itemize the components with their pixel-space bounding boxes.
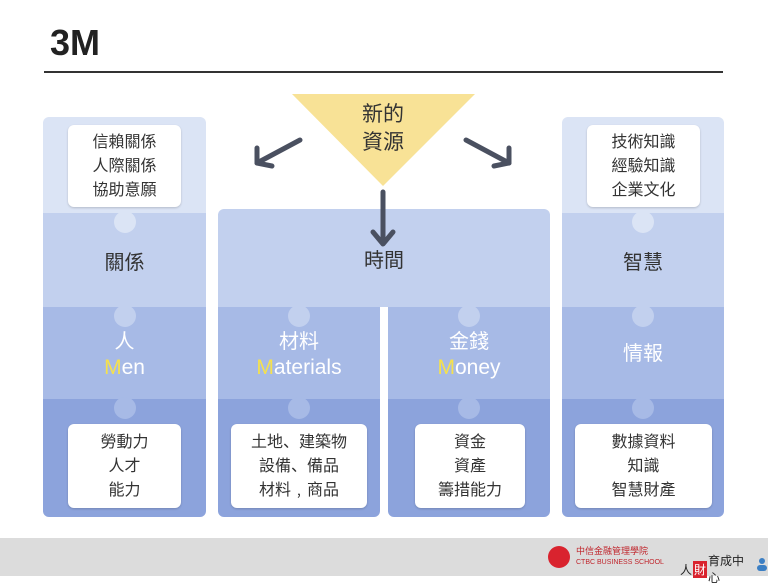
puzzle-connector bbox=[113, 397, 136, 419]
puzzle-connector bbox=[288, 397, 310, 419]
materials-bottom-box: 土地、建築物設備、備品材料﹐商品 bbox=[231, 424, 367, 508]
page-title: 3M bbox=[50, 22, 101, 63]
puzzle-connector bbox=[632, 305, 654, 327]
new-resource-triangle bbox=[292, 94, 475, 186]
hr-center-logo: 人財育成中心 bbox=[680, 552, 768, 586]
column-money: 金錢 Money 資金資產籌措能力 bbox=[388, 305, 550, 517]
info-bottom-box: 數據資料知識智慧財產 bbox=[575, 424, 712, 508]
column-men: 關係 人 Men 信賴關係人際關係協助意願 勞動力人才能力 bbox=[43, 117, 206, 517]
new-resource-label: 新的 資源 bbox=[362, 102, 404, 154]
puzzle-connector bbox=[458, 305, 480, 327]
arrow-right-icon bbox=[463, 137, 512, 169]
men-bottom-box: 勞動力人才能力 bbox=[68, 424, 181, 508]
materials-en-label: Materials bbox=[256, 356, 342, 379]
arrows-layer bbox=[254, 94, 512, 247]
arrow-down-icon bbox=[370, 189, 396, 247]
money-bottom-box: 資金資產籌措能力 bbox=[415, 424, 525, 508]
men-relation-band: 關係 bbox=[43, 213, 206, 307]
men-zh-label: 人 bbox=[114, 329, 135, 353]
men-en-label: Men bbox=[104, 356, 145, 379]
puzzle-connector bbox=[113, 211, 136, 233]
men-top-box: 信賴關係人際關係協助意願 bbox=[68, 125, 181, 207]
wisdom-label: 智慧 bbox=[623, 249, 663, 274]
column-information: 智慧 情報 技術知識經驗知識企業文化 數據資料知識智慧財產 bbox=[562, 117, 724, 517]
time-label: 時間 bbox=[364, 247, 404, 272]
info-top-box: 技術知識經驗知識企業文化 bbox=[587, 125, 700, 207]
puzzle-connector bbox=[288, 305, 310, 327]
arrow-left-icon bbox=[254, 137, 303, 169]
info-zh-label: 情報 bbox=[623, 341, 663, 365]
ctbc-logo-icon bbox=[548, 546, 570, 568]
money-zh-label: 金錢 bbox=[449, 329, 489, 353]
puzzle-connector bbox=[458, 397, 480, 419]
ctbc-logo: 中信金融管理學院 CTBC BUSINESS SCHOOL bbox=[548, 546, 664, 568]
footer-bar bbox=[0, 538, 768, 576]
people-icon bbox=[757, 558, 768, 571]
column-materials: 材料 Materials 土地、建築物設備、備品材料﹐商品 bbox=[218, 305, 380, 517]
title-divider bbox=[44, 71, 723, 73]
money-en-label: Money bbox=[437, 356, 501, 379]
puzzle-connector bbox=[632, 397, 654, 419]
relation-label: 關係 bbox=[104, 249, 145, 274]
puzzle-connector bbox=[113, 305, 136, 327]
materials-zh-label: 材料 bbox=[279, 329, 319, 353]
puzzle-connector bbox=[632, 211, 654, 233]
